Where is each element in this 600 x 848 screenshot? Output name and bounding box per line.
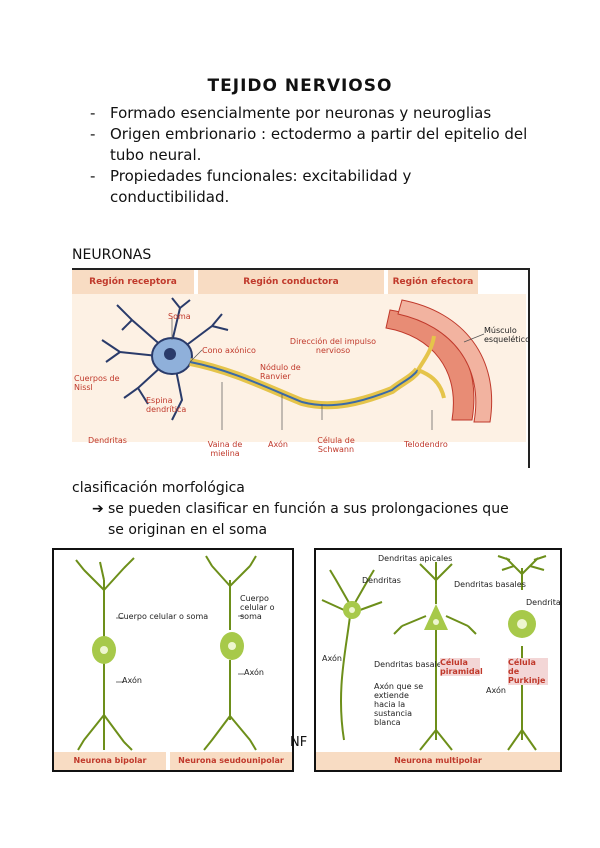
label-axon-seudounipolar: Axón bbox=[244, 668, 264, 677]
list-item-text: Formado esencialmente por neuronas y neu… bbox=[110, 104, 491, 122]
figure-bipolar-seudounipolar: Cuerpo celular o soma Axón Cuerpo celula… bbox=[52, 548, 294, 772]
label-axon-purkinje: Axón bbox=[486, 686, 506, 695]
intro-list: -Formado esencialmente por neuronas y ne… bbox=[88, 103, 528, 208]
label-dendritas-basales-top: Dendritas basales bbox=[454, 580, 526, 589]
list-item-text: Propiedades funcionales: excitabilidad y… bbox=[110, 167, 411, 206]
caption-multipolar: Neurona multipolar bbox=[316, 752, 560, 770]
label-dendritas: Dendritas bbox=[88, 436, 127, 445]
list-item: -Origen embrionario : ectodermo a partir… bbox=[88, 124, 528, 166]
label-celula-purkinje: Célula de Purkinje bbox=[508, 658, 548, 685]
label-nodulo-ranvier: Nódulo de Ranvier bbox=[260, 363, 310, 381]
label-cuerpos-nissl: Cuerpos de Nissl bbox=[74, 374, 124, 392]
bipolar-illustration bbox=[54, 550, 292, 770]
list-item: -Formado esencialmente por neuronas y ne… bbox=[88, 103, 528, 124]
label-vaina-mielina: Vaina de mielina bbox=[198, 440, 252, 458]
section-heading-clasificacion: clasificación morfológica bbox=[72, 480, 245, 496]
label-telodendro: Telodendro bbox=[404, 440, 448, 449]
list-item-text: Origen embrionario : ectodermo a partir … bbox=[110, 125, 527, 164]
neuron-diagram: Región receptora Región conductora Regió… bbox=[72, 268, 530, 468]
label-axon-sustancia-blanca: Axón que se extiende hacia la sustancia … bbox=[374, 682, 430, 727]
label-soma: Soma bbox=[168, 312, 191, 321]
label-cuerpo-celular-seudounipolar: Cuerpo celular o soma bbox=[240, 594, 292, 621]
label-celula-piramidal: Célula piramidal bbox=[440, 658, 480, 676]
caption-bipolar: Neurona bipolar bbox=[54, 752, 166, 770]
label-cono-axonico: Cono axónico bbox=[202, 346, 256, 355]
clasificacion-bullet: ➔ se pueden clasificar en función a sus … bbox=[92, 499, 512, 541]
label-musculo: Músculo esquelético bbox=[484, 326, 528, 344]
label-celula-schwann: Célula de Schwann bbox=[306, 436, 366, 454]
list-item: -Propiedades funcionales: excitabilidad … bbox=[88, 166, 528, 208]
label-espina-dendritica: Espina dendrítica bbox=[146, 396, 202, 414]
section-heading-neuronas: NEURONAS bbox=[72, 247, 151, 263]
label-direccion: Dirección del impulso nervioso bbox=[288, 337, 378, 355]
figure-multipolar: Dendritas Dendritas apicales Dendritas b… bbox=[314, 548, 562, 772]
stray-text: NF bbox=[290, 735, 307, 750]
caption-seudounipolar: Neurona seudounipolar bbox=[170, 752, 292, 770]
label-dendritas-left: Dendritas bbox=[362, 576, 401, 585]
clasificacion-text: se pueden clasificar en función a sus pr… bbox=[92, 499, 512, 541]
label-cuerpo-celular-bipolar: Cuerpo celular o soma bbox=[118, 612, 208, 621]
page-title: TEJIDO NERVIOSO bbox=[0, 76, 600, 96]
arrow-right-icon: ➔ bbox=[92, 499, 104, 520]
label-dendritas-basales: Dendritas basales bbox=[374, 660, 446, 669]
label-dendritas-purkinje: Dendritas bbox=[526, 598, 562, 607]
label-axon-multipolar: Axón bbox=[322, 654, 342, 663]
label-axon-bipolar: Axón bbox=[122, 676, 142, 685]
label-axon: Axón bbox=[268, 440, 288, 449]
label-dendritas-apicales: Dendritas apicales bbox=[378, 554, 452, 563]
